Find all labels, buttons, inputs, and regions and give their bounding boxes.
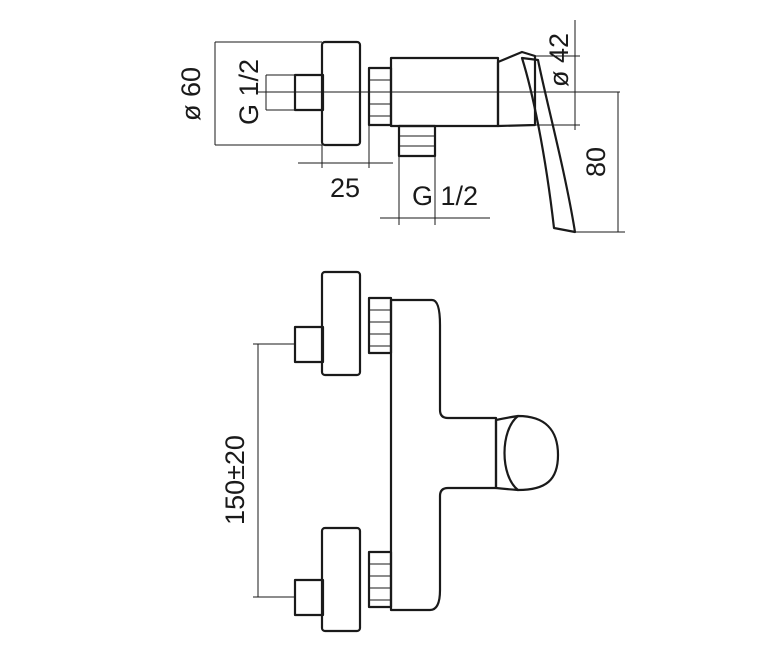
dim-inlet-dia: ø 60: [176, 67, 206, 121]
front-upper-pipe: [293, 325, 325, 364]
side-outlet-threads: [399, 135, 435, 147]
dim-line-height: [575, 92, 625, 233]
front-upper-rosette: [320, 270, 362, 377]
front-lower-rosette: [320, 526, 362, 633]
dim-line-lever-dia: [535, 20, 580, 130]
dim-lever-dia: ø 42: [544, 33, 574, 87]
dim-line-body-offset: [298, 125, 393, 168]
front-lower-nut: [367, 550, 393, 609]
dim-body-offset: 25: [330, 173, 360, 203]
side-cartridge: [496, 50, 537, 128]
side-outlet: [397, 124, 437, 158]
side-view: ø 60 G 1/2 25 G 1/2 ø 42 80: [176, 20, 625, 234]
front-lever-edge: [503, 414, 520, 492]
front-lower-pipe: [293, 578, 325, 617]
front-view: 150±20: [220, 270, 560, 633]
dim-centre-distance: 150±20: [220, 435, 250, 525]
front-lever: [494, 414, 560, 492]
side-rosette: [320, 40, 362, 147]
front-body: [389, 298, 498, 612]
dim-height: 80: [581, 147, 611, 177]
side-nut-threads: [369, 79, 391, 117]
dim-outlet-thread: G 1/2: [412, 181, 478, 211]
dim-line-inlet-dia: [214, 41, 322, 146]
front-upper-nut: [367, 296, 393, 355]
dim-line-centre-distance: [253, 343, 295, 598]
front-upper-nut-threads: [369, 309, 391, 347]
front-lower-nut-threads: [369, 563, 391, 601]
dim-line-outlet-thread: [380, 156, 490, 225]
